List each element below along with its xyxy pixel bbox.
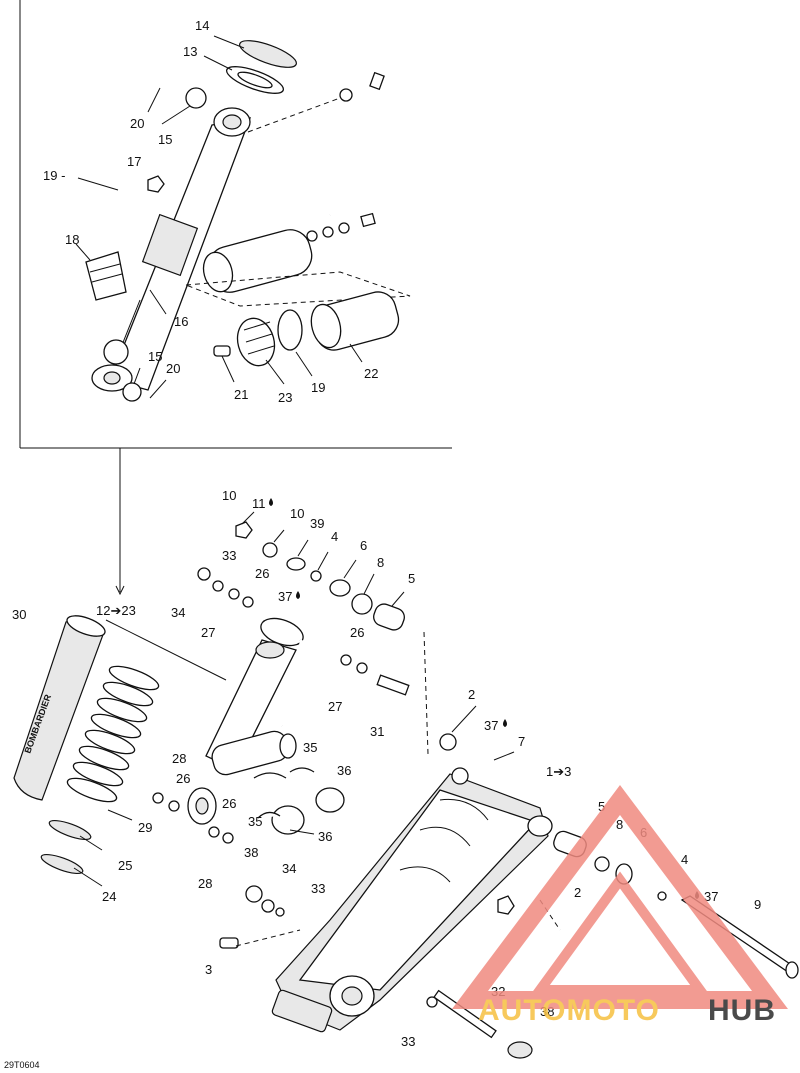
shock-absorber-inset	[75, 35, 411, 402]
callout-13: 13	[183, 44, 197, 59]
inset-frame	[19, 0, 452, 596]
callout-8: 8	[377, 555, 384, 570]
callout-20b: 20	[166, 361, 180, 376]
callout-37: 37	[278, 589, 292, 604]
callout-11: 11	[252, 496, 266, 511]
callout-36b: 36	[318, 829, 332, 844]
callout-8b: 8	[616, 817, 623, 832]
callout-7: 7	[518, 734, 525, 749]
callout-35: 35	[303, 740, 317, 755]
callout-38: 38	[244, 845, 258, 860]
callout-39: 39	[310, 516, 324, 531]
callout-10b: 10	[290, 506, 304, 521]
callout-17: 17	[127, 154, 141, 169]
callout-5: 5	[408, 571, 415, 586]
callout-31: 31	[370, 724, 384, 739]
watermark-text-automoto: AUTOMOTO	[478, 994, 660, 1027]
callout-35b: 35	[248, 814, 262, 829]
callout-30: 30	[12, 607, 26, 622]
callout-15b: 15	[148, 349, 162, 364]
callout-29: 29	[138, 820, 152, 835]
watermark-triangle-icon	[452, 785, 788, 1009]
callout-37b: 37	[484, 718, 498, 733]
callout-36: 36	[337, 763, 351, 778]
callout-26: 26	[255, 566, 269, 581]
watermark-logo: AUTOMOTO HUB	[452, 785, 788, 1027]
callout-22: 22	[364, 366, 378, 381]
callout-15: 15	[158, 132, 172, 147]
callout-2b: 2	[574, 885, 581, 900]
callout-23: 23	[278, 390, 292, 405]
callout-28b: 28	[198, 876, 212, 891]
callout-14: 14	[195, 18, 209, 33]
callout-5b: 5	[598, 799, 605, 814]
lubricant-drop-icon	[269, 498, 273, 506]
callout-16: 16	[174, 314, 188, 329]
callout-27b: 27	[328, 699, 342, 714]
watermark-inner-triangle-icon	[530, 871, 710, 995]
lubricant-drop-icon	[503, 719, 507, 727]
callout-34b: 34	[282, 861, 296, 876]
callout-26b: 26	[350, 625, 364, 640]
callout-19b: 19	[311, 380, 325, 395]
callout-27: 27	[201, 625, 215, 640]
callout-33: 33	[222, 548, 236, 563]
callout-12-23: 12➔23	[96, 603, 136, 618]
spring	[66, 665, 160, 803]
callout-9: 9	[754, 897, 761, 912]
watermark-text-hub: HUB	[708, 994, 776, 1027]
callout-3: 3	[205, 962, 212, 977]
diagram-code: 29T0604	[4, 1060, 40, 1070]
callout-33b: 33	[311, 881, 325, 896]
callout-28: 28	[172, 751, 186, 766]
callout-2: 2	[468, 687, 475, 702]
callout-21: 21	[234, 387, 248, 402]
callout-1-3: 1➔3	[546, 764, 571, 779]
callout-26d: 26	[222, 796, 236, 811]
callout-26c: 26	[176, 771, 190, 786]
lubricant-drop-icon	[296, 591, 300, 599]
callout-18: 18	[65, 232, 79, 247]
callout-24: 24	[102, 889, 116, 904]
callout-19: 19 -	[43, 168, 65, 183]
callout-6: 6	[360, 538, 367, 553]
callout-4: 4	[331, 529, 338, 544]
callout-37c: 37	[704, 889, 718, 904]
callout-33c: 33	[401, 1034, 415, 1049]
rear-suspension-assembly: BOMBARDIER	[13, 511, 799, 1059]
callout-10: 10	[222, 488, 236, 503]
callout-4b: 4	[681, 852, 688, 867]
callout-34: 34	[171, 605, 185, 620]
callout-20: 20	[130, 116, 144, 131]
callout-25: 25	[118, 858, 132, 873]
